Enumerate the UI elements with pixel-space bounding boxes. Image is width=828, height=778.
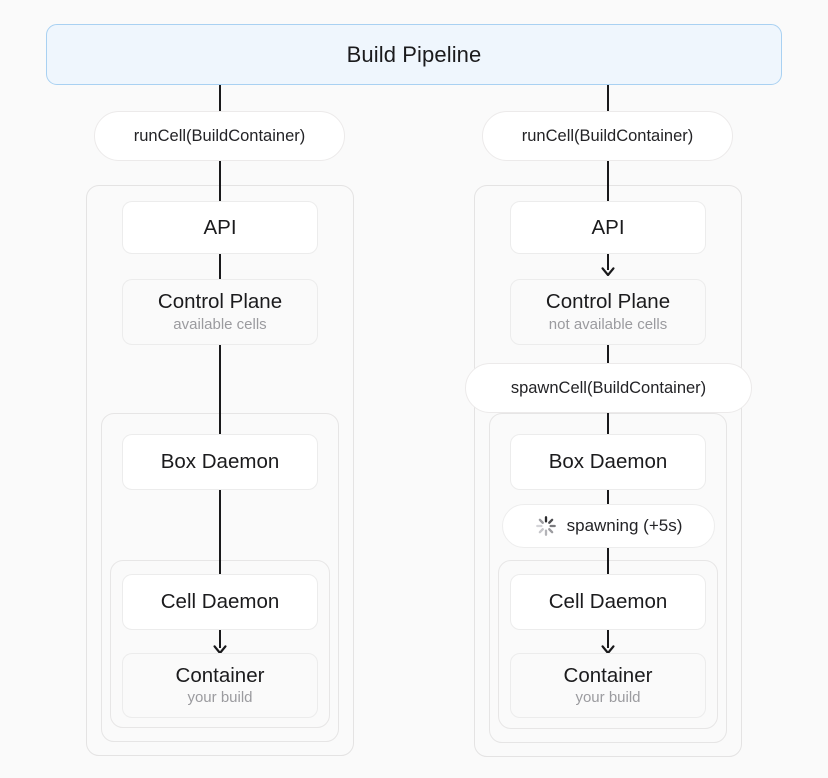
left-api-node[interactable]: API (122, 201, 318, 254)
arrow-head-right-cell-to-container (601, 640, 615, 654)
right-runcell-pill[interactable]: runCell(BuildContainer) (482, 111, 733, 161)
connector-header-to-right-runcell (606, 85, 610, 112)
right-api-node[interactable]: API (510, 201, 706, 254)
connector-header-to-left-runcell (218, 85, 222, 112)
left-box-daemon-node[interactable]: Box Daemon (122, 434, 318, 490)
connector-right-api-to-control-plane (606, 254, 610, 270)
right-box-daemon-node[interactable]: Box Daemon (510, 434, 706, 490)
left-container-node[interactable]: Container your build (122, 653, 318, 718)
right-spawncell-pill[interactable]: spawnCell(BuildContainer) (465, 363, 752, 413)
right-container-subtitle: your build (575, 689, 641, 707)
right-control-plane-node[interactable]: Control Plane not available cells (510, 279, 706, 345)
build-pipeline-label: Build Pipeline (346, 41, 482, 67)
right-spawning-status-pill[interactable]: spawning (+5s) (502, 504, 715, 548)
right-cell-daemon-node[interactable]: Cell Daemon (510, 574, 706, 630)
build-pipeline-node[interactable]: Build Pipeline (46, 24, 782, 85)
right-spawncell-label: spawnCell(BuildContainer) (510, 378, 707, 397)
right-container-title: Container (563, 663, 653, 687)
connector-right-control-plane-to-spawncell (606, 345, 610, 367)
left-container-title: Container (175, 663, 265, 687)
connector-left-box-daemon-to-cell-daemon (218, 490, 222, 575)
left-control-plane-subtitle: available cells (173, 315, 267, 333)
left-api-title: API (203, 215, 237, 239)
connector-right-spawning-to-cell-daemon (606, 548, 609, 578)
left-box-daemon-title: Box Daemon (160, 450, 280, 474)
connector-right-runcell-to-api (606, 161, 610, 201)
right-api-title: API (591, 215, 625, 239)
arrow-head-left-cell-to-container (213, 640, 227, 654)
connector-left-api-to-control-plane (218, 254, 222, 279)
connector-left-cell-daemon-to-container (218, 630, 222, 648)
connector-right-spawncell-to-box-daemon (606, 413, 610, 437)
connector-left-runcell-to-api (218, 161, 222, 201)
left-cell-daemon-title: Cell Daemon (160, 590, 280, 614)
left-runcell-pill[interactable]: runCell(BuildContainer) (94, 111, 345, 161)
right-box-daemon-title: Box Daemon (548, 450, 668, 474)
right-control-plane-subtitle: not available cells (548, 315, 668, 333)
right-spawning-label: spawning (+5s) (566, 516, 683, 535)
connector-left-control-plane-to-box-daemon (218, 345, 222, 437)
right-cell-daemon-title: Cell Daemon (548, 590, 668, 614)
left-cell-daemon-node[interactable]: Cell Daemon (122, 574, 318, 630)
spinner-icon (535, 515, 557, 537)
left-runcell-label: runCell(BuildContainer) (133, 126, 306, 145)
connector-right-cell-daemon-to-container (606, 630, 610, 648)
right-container-node[interactable]: Container your build (510, 653, 706, 718)
left-container-subtitle: your build (187, 689, 253, 707)
left-control-plane-title: Control Plane (157, 290, 283, 314)
right-control-plane-title: Control Plane (545, 290, 671, 314)
arrow-head-right-api-to-control-plane (601, 262, 615, 276)
left-control-plane-node[interactable]: Control Plane available cells (122, 279, 318, 345)
connector-right-box-daemon-to-spawning (606, 490, 610, 504)
right-runcell-label: runCell(BuildContainer) (521, 126, 694, 145)
